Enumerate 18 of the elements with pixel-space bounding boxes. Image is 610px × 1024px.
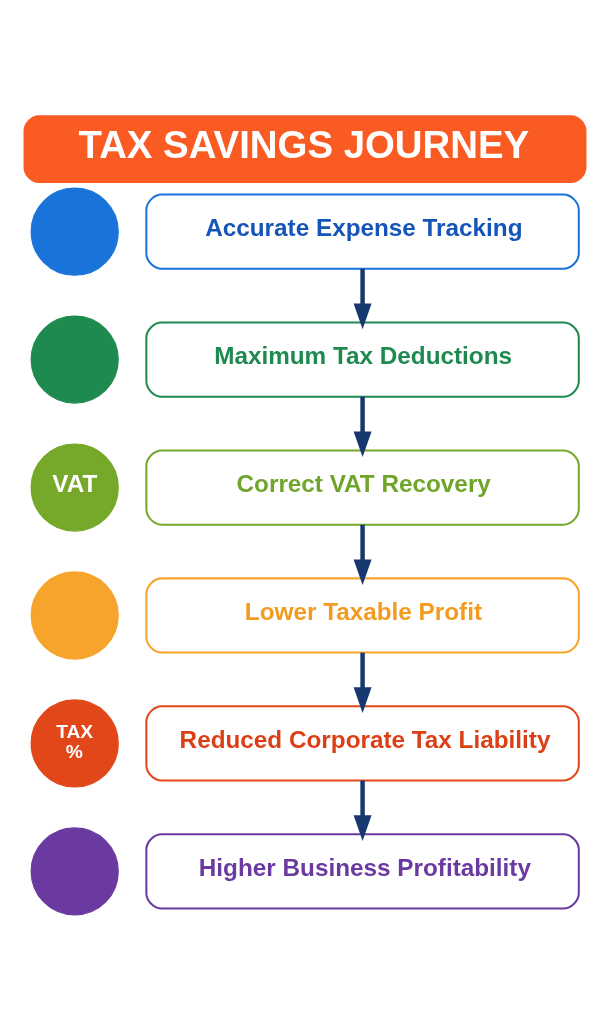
arrow (353, 780, 372, 841)
node-circle (30, 314, 119, 404)
arrow (353, 268, 372, 329)
node-box: Maximum Tax Deductions (145, 320, 580, 398)
arrow (353, 396, 372, 457)
arrow (353, 524, 372, 585)
node-box: Correct VAT Recovery (145, 448, 580, 526)
node-box: Lower Taxable Profit (145, 576, 580, 654)
node-circle (30, 570, 119, 660)
arrow (353, 652, 372, 713)
node-box: Higher Business Profitability (145, 832, 580, 909)
node-circle: TAX % (30, 698, 119, 788)
diagram-title: TAX SAVINGS JOURNEY (78, 122, 530, 166)
node-circle: VAT (30, 442, 119, 532)
node-circle (30, 826, 119, 915)
node-box: Reduced Corporate Tax Liability (145, 704, 580, 782)
node-box: Accurate Expense Tracking (145, 193, 580, 270)
node-circle (30, 187, 119, 276)
